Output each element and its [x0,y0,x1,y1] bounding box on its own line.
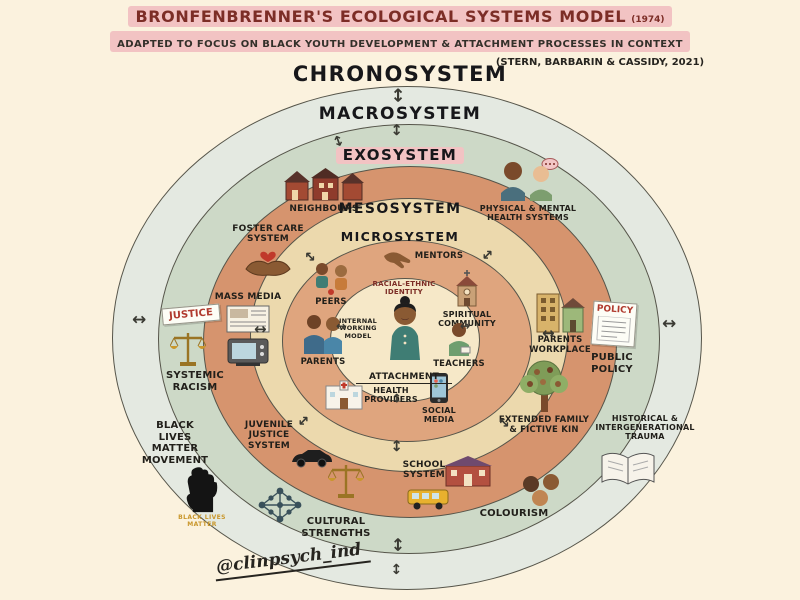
exchange-arrow-icon: ↔ [387,563,404,575]
macro-item-historical-trauma: HISTORICAL & INTERGENERATIONAL TRAUMA [595,414,695,442]
item-label: EXTENDED FAMILY & FICTIVE KIN [498,415,590,435]
title-block: BRONFENBRENNER'S ECOLOGICAL SYSTEMS MODE… [0,6,800,27]
micro-item-teachers: TEACHERS [432,322,486,370]
exchange-arrow-icon: ↔ [460,319,471,333]
skin-tone-dots-icon [523,474,559,506]
tv-icon [227,338,269,367]
micro-item-social-media: SOCIAL MEDIA [416,372,462,424]
item-label: SCHOOL SYSTEM [402,460,446,481]
exo-item-juvenile-justice: JUVENILE JUSTICE SYSTEM [230,420,308,451]
teacher-icon [449,323,471,356]
micro-item-parents: PARENTS [296,314,350,368]
exchange-arrow-icon: ↔ [390,392,405,404]
juvenile-scales-icon [328,465,364,498]
subtitle: ADAPTED TO FOCUS ON BLACK YOUTH DEVELOPM… [117,39,683,50]
school-building-icon [444,456,492,487]
family-tree-icon [520,360,568,412]
exchange-arrow-icon: ↔ [132,310,147,330]
item-label: PHYSICAL & MENTAL HEALTH SYSTEMS [479,204,577,223]
center-internal-working-model: INTERNAL WORKING MODEL [339,317,377,340]
open-book-icon [601,452,655,485]
item-label: FOSTER CARE SYSTEM [232,224,304,245]
exo-item-extended-family: EXTENDED FAMILY & FICTIVE KIN [498,358,590,436]
macro-item-colourism: COLOURISM [479,508,549,519]
mentor-hand-icon [384,252,411,269]
micro-item-spiritual-community: SPIRITUAL COMMUNITY [438,270,496,328]
exo-item-mass-media: MASS MEDIA [212,292,284,369]
people-pair-icon [501,158,559,201]
item-label: HEALTH PROVIDERS [364,386,418,405]
exchange-arrow-icon: ↔ [336,319,347,333]
item-label: SPIRITUAL COMMUNITY [438,310,496,329]
houses-icon [284,168,364,201]
school-bus-icon [407,489,449,510]
exo-item-physical-mental-health: PHYSICAL & MENTAL HEALTH SYSTEMS [470,158,586,222]
exchange-arrow-icon: ↔ [387,123,406,136]
ring-label-microsystem: MICROSYSTEM [340,229,460,244]
peers-icon [316,263,347,295]
exchange-arrow-icon: ↔ [387,87,409,103]
newspaper-icon [226,305,270,333]
micro-item-peers: PEERS [308,262,354,308]
item-label: MENTORS [414,251,464,261]
youth-figure-icon [390,296,420,360]
title-year: (1974) [631,15,665,25]
hospital-icon [325,380,363,410]
church-icon [456,270,478,307]
fist-caption: BLACK LIVES MATTER [178,514,226,528]
raised-fist-icon [186,467,218,513]
page-title: BRONFENBRENNER'S ECOLOGICAL SYSTEMS MODE… [135,7,627,26]
item-label: PARENTS [300,357,346,367]
exo-item-foster-care: FOSTER CARE SYSTEM [222,224,314,279]
attribution: (STERN, BARBARIN & CASSIDY, 2021) [495,57,705,68]
ring-label-mesosystem: MESOSYSTEM [338,201,462,217]
exo-item-parents-workplace: PARENTS WORKPLACE [518,288,602,356]
network-icon [258,487,302,523]
exchange-arrow-icon: ↔ [387,439,406,452]
item-label: JUVENILE JUSTICE SYSTEM [244,420,294,451]
ring-label-macrosystem: MACROSYSTEM [318,104,482,124]
exo-item-neighbours: NEIGHBOURS [268,166,380,214]
center-racial-ethnic-identity: RACIAL-ETHNIC IDENTITY [372,280,436,297]
racism-scales-icon [170,333,206,366]
parents-icon [304,315,342,354]
exchange-arrow-icon: ↔ [254,320,267,338]
ring-label-chronosystem: CHRONOSYSTEM [292,62,508,86]
center-attachment: ATTACHMENT [356,364,452,385]
exchange-arrow-icon: ↔ [542,324,555,342]
car-icon [292,450,332,468]
exchange-arrow-icon: ↔ [662,314,677,334]
policy-paper-icon [596,315,631,343]
micro-item-health-providers: HEALTH PROVIDERS [364,386,418,404]
exo-item-school-system: SCHOOL SYSTEM [398,460,450,481]
item-label: NEIGHBOURS [289,204,359,214]
macro-item-blm-movement: BLACK LIVES MATTER MOVEMENT [141,420,209,466]
cradling-hands-icon [245,251,291,276]
item-label: PEERS [315,297,347,307]
policy-scroll: POLICY [590,300,638,348]
macro-item-cultural-strengths: CULTURAL STRENGTHS [301,516,371,539]
macro-item-public-policy: PUBLIC POLICY [591,352,633,375]
smartphone-icon [430,373,448,403]
subtitle-block: ADAPTED TO FOCUS ON BLACK YOUTH DEVELOPM… [0,31,800,52]
blm-fist-block: BLACK LIVES MATTER [176,466,228,528]
item-label: PARENTS WORKPLACE [529,335,591,355]
ring-label-exosystem: EXOSYSTEM [0,147,800,164]
office-buildings-icon [536,293,585,333]
micro-item-mentors: MENTORS [414,251,464,262]
macro-item-systemic-racism: SYSTEMIC RACISM [166,370,224,393]
item-label: SOCIAL MEDIA [422,406,456,425]
item-label: TEACHERS [433,359,485,369]
item-label: MASS MEDIA [214,292,282,302]
exchange-arrow-icon: ↔ [387,537,408,552]
